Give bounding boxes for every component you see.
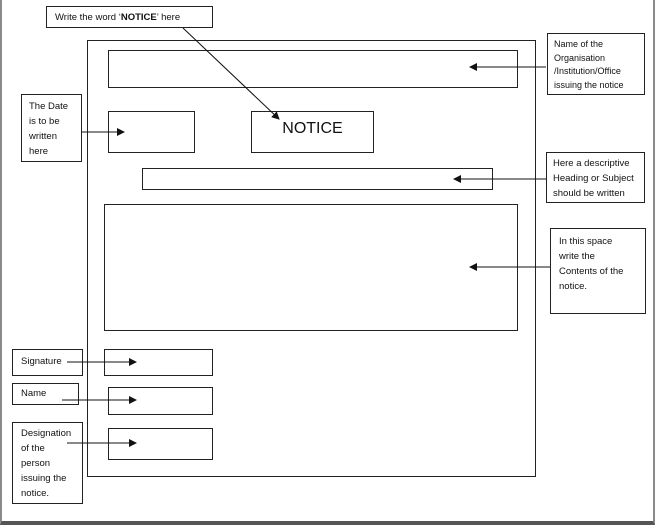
heading-box <box>142 168 493 190</box>
signature-callout: Signature <box>12 349 83 376</box>
date-box <box>108 111 195 153</box>
designation-box <box>108 428 213 460</box>
designation-callout-line: notice. <box>21 488 49 499</box>
contents-callout: In this space write the Contents of the … <box>550 228 646 314</box>
organisation-callout-line: issuing the notice <box>554 79 624 90</box>
organisation-callout: Name of the Organisation /Institution/Of… <box>547 33 645 95</box>
notice-word-callout: Write the word ‘NOTICE’ here <box>46 6 213 28</box>
notice-word-box: NOTICE <box>251 111 374 153</box>
date-callout-line: here <box>29 146 49 157</box>
organisation-name-box <box>108 50 518 88</box>
contents-callout-line: write the <box>559 251 595 262</box>
contents-callout-line: In this space <box>559 236 613 247</box>
name-callout: Name <box>12 383 79 405</box>
designation-callout-line: issuing the <box>21 473 67 484</box>
notice-word: NOTICE <box>282 120 343 137</box>
contents-callout-line: Contents of the <box>559 266 624 277</box>
heading-callout: Here a descriptive Heading or Subject sh… <box>546 152 645 203</box>
notice-callout-bold: NOTICE <box>120 12 157 23</box>
heading-callout-line: Heading or Subject <box>553 173 634 184</box>
contents-callout-line: notice. <box>559 281 587 292</box>
signature-box <box>104 349 213 376</box>
date-callout: The Date is to be written here <box>21 94 82 162</box>
name-box <box>108 387 213 415</box>
signature-callout-text: Signature <box>21 356 62 367</box>
date-callout-line: written <box>29 131 57 142</box>
organisation-callout-line: Name of the <box>554 39 604 49</box>
organisation-callout-line: /Institution/Office <box>554 66 621 76</box>
designation-callout: Designation of the person issuing the no… <box>12 422 83 504</box>
designation-callout-line: Designation <box>21 428 72 439</box>
name-callout-text: Name <box>21 388 47 399</box>
date-callout-line: is to be <box>29 116 60 127</box>
designation-callout-line: of the <box>21 443 45 454</box>
contents-box <box>104 204 518 331</box>
notice-callout-text-1: Write the word ‘ <box>55 12 121 23</box>
heading-callout-line: Here a descriptive <box>553 158 630 169</box>
date-callout-line: The Date <box>29 101 69 112</box>
designation-callout-line: person <box>21 458 51 469</box>
notice-callout-text-2: ’ here <box>156 12 181 23</box>
organisation-callout-line: Organisation <box>554 52 606 63</box>
heading-callout-line: should be written <box>553 188 625 199</box>
